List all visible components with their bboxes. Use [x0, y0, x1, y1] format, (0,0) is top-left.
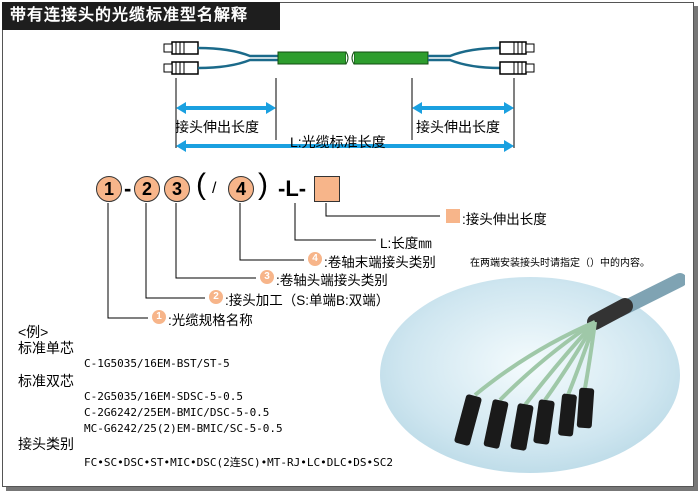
code-circle-1: 1: [96, 176, 122, 202]
dual-core-example-2: C-2G6242/25EM-BMIC/DSC-5-0.5: [84, 406, 270, 419]
legend-item2-label: :接头加工（S:单端B:双端）: [225, 293, 390, 308]
connector-types-title: 接头类别: [18, 436, 74, 452]
code-dash-1: -: [124, 176, 132, 201]
legend-length-label: L:长度㎜: [380, 236, 432, 251]
examples-heading: <例>: [18, 324, 49, 340]
legend-box-swatch: [446, 209, 460, 223]
single-core-example-1: C-1G5035/16EM-BST/ST-5: [84, 357, 230, 370]
standard-length-label: L:光缆标准长度: [290, 134, 386, 150]
dual-core-example-3: MC-G6242/25(2)EM-BMIC/SC-5-0.5: [84, 422, 283, 435]
connector-types-list: FC•SC•DSC•ST•MIC•DSC(2连SC)•MT-RJ•LC•DLC•…: [84, 456, 394, 469]
legend-item4-label: :卷轴末端接头类别: [324, 255, 436, 270]
dual-core-example-1: C-2G5035/16EM-SDSC-5-0.5: [84, 390, 243, 403]
code-close-paren: ): [258, 168, 268, 201]
page-title: 带有连接头的光缆标准型名解释: [2, 2, 280, 30]
code-slash: /: [212, 180, 217, 197]
fiber-cable-photo: [380, 273, 685, 473]
code-dash-l: -L-: [278, 176, 307, 201]
legend-item3-label: :卷轴头端接头类别: [276, 273, 388, 288]
connector-length-box: [314, 176, 340, 202]
right-connectors: [499, 41, 535, 75]
code-circle-4: 4: [228, 176, 254, 202]
legend-box-label: :接头伸出长度: [462, 212, 547, 227]
left-connector-length-label: 接头伸出长度: [175, 119, 259, 135]
dual-core-title: 标准双芯: [18, 373, 74, 389]
legend-num-3: 3: [260, 270, 274, 284]
legend-num-2: 2: [209, 290, 223, 304]
left-connectors: [163, 41, 199, 75]
cable-illustration: [163, 41, 535, 152]
code-circle-2: 2: [134, 176, 160, 202]
single-core-title: 标准单芯: [18, 340, 74, 356]
legend-item1-label: :光缆规格名称: [168, 313, 253, 328]
legend-item4-note: 在两端安装接头时请指定（）中的内容。: [470, 258, 650, 269]
code-circle-3: 3: [164, 176, 190, 202]
code-open-paren: (: [196, 168, 206, 201]
right-connector-length-label: 接头伸出长度: [416, 119, 500, 135]
legend-num-1: 1: [152, 310, 166, 324]
legend-num-4: 4: [308, 252, 322, 266]
